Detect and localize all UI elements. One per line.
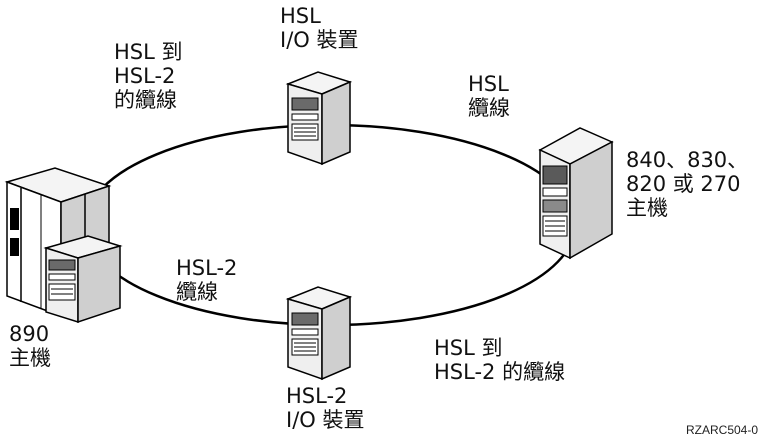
label-line: 主機	[9, 346, 51, 370]
label-line: HSL 到	[114, 40, 183, 64]
label-line: 820 或 270	[626, 172, 741, 196]
hsl-io-tower	[285, 71, 353, 166]
label-line: 纜線	[468, 96, 510, 120]
system-890-io-unit	[43, 235, 123, 324]
label-system-840: 840、830、 820 或 270 主機	[626, 148, 748, 220]
label-hsl2-io-device: HSL-2 I/O 裝置	[286, 384, 364, 432]
label-line: HSL	[468, 72, 509, 96]
label-hsl-to-hsl2-cable-top: HSL 到 HSL-2 的纜線	[114, 40, 183, 112]
label-line: 840、830、	[626, 148, 749, 172]
figure-id: RZARC504-0	[686, 423, 759, 437]
label-line: HSL-2	[286, 384, 348, 408]
label-system-890: 890 主機	[9, 322, 51, 370]
label-line: HSL-2	[176, 256, 238, 280]
label-hsl-io-device: HSL I/O 裝置	[280, 4, 358, 52]
label-line: HSL-2 的纜線	[434, 360, 566, 384]
label-hsl2-cable: HSL-2 纜線	[176, 256, 237, 304]
label-line: 纜線	[176, 280, 218, 304]
label-hsl-cable: HSL 纜線	[468, 72, 510, 120]
label-line: I/O 裝置	[280, 28, 359, 52]
label-line: HSL 到	[434, 336, 503, 360]
label-line: 890	[9, 322, 50, 346]
label-line: 的纜線	[114, 88, 177, 112]
hsl2-io-tower	[285, 286, 353, 381]
label-line: I/O 裝置	[286, 408, 365, 432]
system-840-tower	[538, 127, 614, 260]
label-line: HSL	[280, 4, 321, 28]
label-line: 主機	[626, 196, 668, 220]
label-hsl-to-hsl2-cable-bottom: HSL 到 HSL-2 的纜線	[434, 336, 565, 384]
label-line: HSL-2	[114, 64, 176, 88]
